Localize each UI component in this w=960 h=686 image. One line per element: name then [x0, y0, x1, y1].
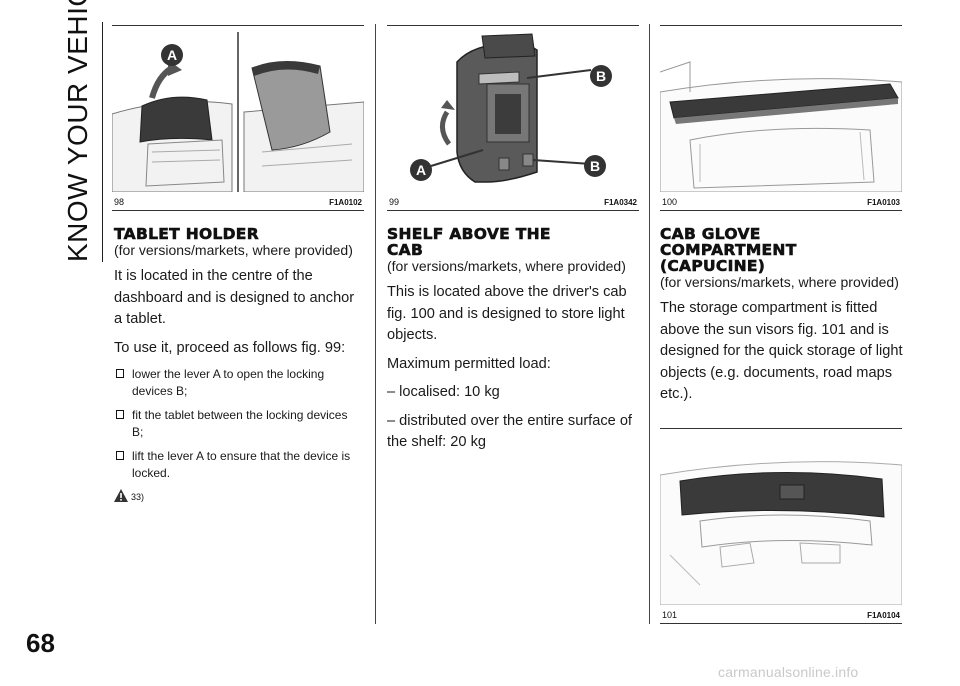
section-subtitle: (for versions/markets, where provided) [660, 274, 899, 290]
steps-list: lower the lever A to open the locking de… [114, 366, 359, 482]
list-item: fit the tablet between the locking devic… [114, 407, 359, 441]
section-tab: KNOW YOUR VEHICLE [62, 0, 93, 262]
callout-b-upper-badge [590, 65, 612, 87]
list-item: lift the lever A to ensure that the devi… [114, 448, 359, 482]
paragraph: Maximum permitted load: [387, 355, 551, 372]
figure-code: F1A0342 [604, 198, 637, 207]
column-divider-1 [375, 24, 376, 624]
warning-ref-number: 33) [131, 492, 145, 502]
callout-a-badge [161, 44, 183, 66]
figure-99: B B A 99 F1A0342 [387, 25, 639, 211]
svg-text:B: B [590, 158, 600, 174]
svg-text:A: A [416, 162, 426, 178]
figure-101: 101 F1A0104 [660, 428, 902, 624]
paragraph: The storage compartment is fitted above … [660, 300, 903, 402]
cab-glove-compartment-illustration [660, 461, 902, 605]
checkbox-bullet-icon [116, 410, 124, 419]
dashboard-tablet-holder-illustration: A [112, 32, 364, 192]
paragraph: This is located above the driver's cab f… [387, 284, 627, 343]
paragraph: – localised: 10 kg [387, 384, 500, 400]
checkbox-bullet-icon [116, 451, 124, 460]
section-subtitle: (for versions/markets, where provided) [387, 258, 626, 274]
column-divider-2 [649, 24, 650, 624]
callout-b-lower-badge [584, 155, 606, 177]
figure-code: F1A0104 [867, 611, 900, 620]
page-number: 68 [26, 628, 55, 658]
figure-number: 101 [662, 610, 678, 620]
figure-code: F1A0102 [329, 198, 362, 207]
list-item: lower the lever A to open the locking de… [114, 366, 359, 400]
paragraph: – distributed over the entire surface of… [387, 412, 632, 451]
paragraph: It is located in the centre of the dashb… [114, 268, 355, 327]
figure-code: F1A0103 [867, 198, 900, 207]
figure-100: 100 F1A0103 [660, 25, 902, 211]
warning-reference: 33) [114, 489, 359, 502]
tablet-holder-mechanism-illustration: B B A [410, 33, 612, 183]
figure-98: A 98 F1A0102 [112, 25, 364, 211]
paragraph: To use it, proceed as follows fig. 99: [114, 339, 346, 356]
svg-text:A: A [167, 47, 177, 63]
watermark: carmanualsonline.info [718, 664, 859, 680]
checkbox-bullet-icon [116, 369, 124, 378]
figure-number: 100 [662, 197, 678, 207]
section-heading: TABLET HOLDER [114, 225, 259, 243]
svg-text:B: B [596, 68, 606, 84]
cab-shelf-illustration [660, 61, 902, 192]
callout-a-badge [410, 159, 432, 181]
section-tablet-holder: TABLET HOLDER (for versions/markets, whe… [114, 226, 359, 502]
figure-number: 99 [389, 197, 400, 207]
section-tab-rule [102, 22, 103, 262]
section-subtitle: (for versions/markets, where provided) [114, 242, 353, 258]
figure-number: 98 [114, 197, 125, 207]
warning-triangle-icon [114, 489, 128, 502]
